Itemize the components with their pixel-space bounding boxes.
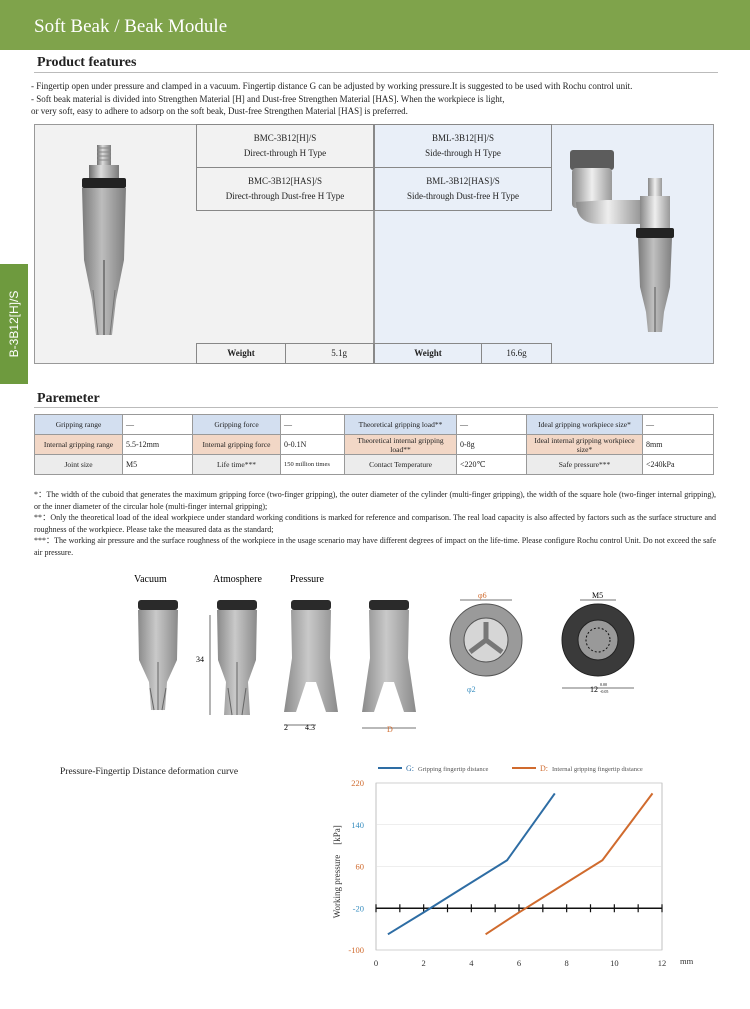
legend-label: Internal gripping fingertip distance: [552, 766, 643, 773]
page-title: Soft Beak / Beak Module: [34, 16, 228, 37]
param-value: —: [122, 414, 193, 435]
x-tick-label: 12: [658, 958, 667, 968]
legend-prefix: G:: [406, 764, 414, 773]
x-tick-label: 6: [517, 958, 521, 968]
weight-value-left: 5.1g: [285, 343, 374, 364]
param-value: <220℃: [456, 454, 527, 475]
chart-legend: G: Gripping fingertip distance D: Internal …: [378, 764, 643, 773]
param-label: Gripping force: [192, 414, 281, 435]
state-label-vacuum: Vacuum: [134, 574, 167, 585]
param-row-general: Joint size M5 Life time*** 150 million t…: [34, 454, 714, 475]
legend-label: Gripping fingertip distance: [418, 766, 489, 773]
side-tab-label: B-3B12[H]/S: [7, 290, 21, 358]
y-axis-label: Working pressure: [332, 855, 342, 919]
param-row-internal: Internal gripping range 5.5-12mm Interna…: [34, 434, 714, 455]
y-tick-label: 140: [351, 820, 364, 830]
param-value: 8mm: [642, 434, 714, 455]
chart-title: Pressure-Fingertip Distance deformation …: [60, 767, 239, 777]
dim-D-label: D: [387, 725, 393, 734]
footnotes: *：The width of the cuboid that generates…: [34, 489, 716, 558]
page-header: Soft Beak / Beak Module: [0, 0, 750, 50]
features-divider: [34, 72, 718, 73]
beak-pressure-shape: [284, 600, 338, 712]
param-label: Ideal gripping workpiece size*: [526, 414, 643, 435]
side-through-beak-image: [570, 150, 674, 332]
series-line-gripping: [387, 792, 556, 936]
parameter-divider: [34, 407, 718, 408]
deformation-diagram: Vacuum Atmosphere Pressure 34 2 4.3 D φ6…: [134, 574, 635, 734]
dim-phi6-label: φ6: [478, 591, 487, 600]
param-label: Gripping range: [34, 414, 123, 435]
parameter-table: Gripping range — Gripping force — Theore…: [34, 414, 714, 475]
beak-pressure-internal-shape: [362, 600, 416, 712]
param-value: 150 million times: [280, 454, 345, 475]
weight-value-right: 16.6g: [481, 343, 552, 364]
param-value: 0-8g: [456, 434, 527, 455]
model-side-tab: B-3B12[H]/S: [0, 264, 28, 384]
dim-34-label: 34: [196, 655, 204, 664]
state-label-pressure: Pressure: [290, 574, 324, 585]
footnote-1: *：The width of the cuboid that generates…: [34, 490, 716, 511]
x-tick-label: 2: [422, 958, 426, 968]
dim-12-label: 12: [590, 685, 598, 694]
x-tick-label: 4: [469, 958, 474, 968]
param-label: Life time***: [192, 454, 281, 475]
param-label: Theoretical gripping load**: [344, 414, 457, 435]
feature-line-1: - Fingertip open under pressure and clam…: [31, 81, 633, 91]
dim-12-tol-upper: 0.00: [600, 682, 607, 687]
param-label: Internal gripping force: [192, 434, 281, 455]
y-tick-label: -100: [348, 945, 364, 955]
weight-label-right: Weight: [374, 343, 482, 364]
param-value: 5.5-12mm: [122, 434, 193, 455]
y-unit-label: [kPa]: [332, 825, 342, 845]
x-unit-label: mm: [680, 956, 694, 966]
state-label-atmosphere: Atmosphere: [213, 574, 262, 585]
y-tick-label: 60: [356, 862, 365, 872]
x-tick-label: 10: [610, 958, 619, 968]
param-value: M5: [122, 454, 193, 475]
x-tick-label: 0: [374, 958, 378, 968]
param-value: —: [456, 414, 527, 435]
legend-prefix: D:: [540, 764, 548, 773]
parameter-title: Paremeter: [37, 391, 100, 406]
y-tick-label: -20: [353, 903, 364, 913]
feature-line-3: or very soft, easy to adhere to adsorp o…: [31, 106, 408, 116]
param-row-gripping: Gripping range — Gripping force — Theore…: [34, 414, 714, 435]
dim-12-tol-lower: -0.05: [600, 689, 608, 694]
dim-phi2-label: φ2: [467, 685, 476, 694]
dim-43-label: 4.3: [305, 723, 315, 732]
param-value: <240kPa: [642, 454, 714, 475]
param-label: Joint size: [34, 454, 123, 475]
beak-vacuum-shape: [138, 600, 178, 711]
param-value: —: [280, 414, 345, 435]
param-label: Internal gripping range: [34, 434, 123, 455]
weight-label-left: Weight: [196, 343, 286, 364]
series-line-internal: [485, 792, 654, 936]
dim-2-label: 2: [284, 723, 288, 732]
pressure-distance-chart: G: Gripping fingertip distance D: Internal …: [332, 764, 694, 968]
footnote-3: ***：The working air pressure and the sur…: [34, 536, 716, 557]
beak-top-view: M5 12 0.00 -0.05: [561, 591, 635, 694]
param-value: 0-0.1N: [280, 434, 345, 455]
beak-section-view: φ6 φ2: [449, 591, 523, 694]
dim-M5-label: M5: [592, 591, 603, 600]
param-label: Theoretical internal gripping load**: [344, 434, 457, 455]
footnote-2: **：Only the theoretical load of the idea…: [34, 513, 716, 534]
param-label: Ideal internal gripping workpiece size*: [526, 434, 643, 455]
x-tick-label: 8: [565, 958, 569, 968]
direct-through-beak-image: [82, 145, 126, 336]
param-label: Contact Temperature: [344, 454, 457, 475]
param-label: Safe pressure***: [526, 454, 643, 475]
beak-atmosphere-shape: [217, 600, 257, 716]
feature-line-2: - Soft beak material is divided into Str…: [31, 94, 505, 104]
features-title: Product features: [37, 55, 137, 70]
y-tick-label: 220: [351, 778, 364, 788]
param-value: —: [642, 414, 714, 435]
